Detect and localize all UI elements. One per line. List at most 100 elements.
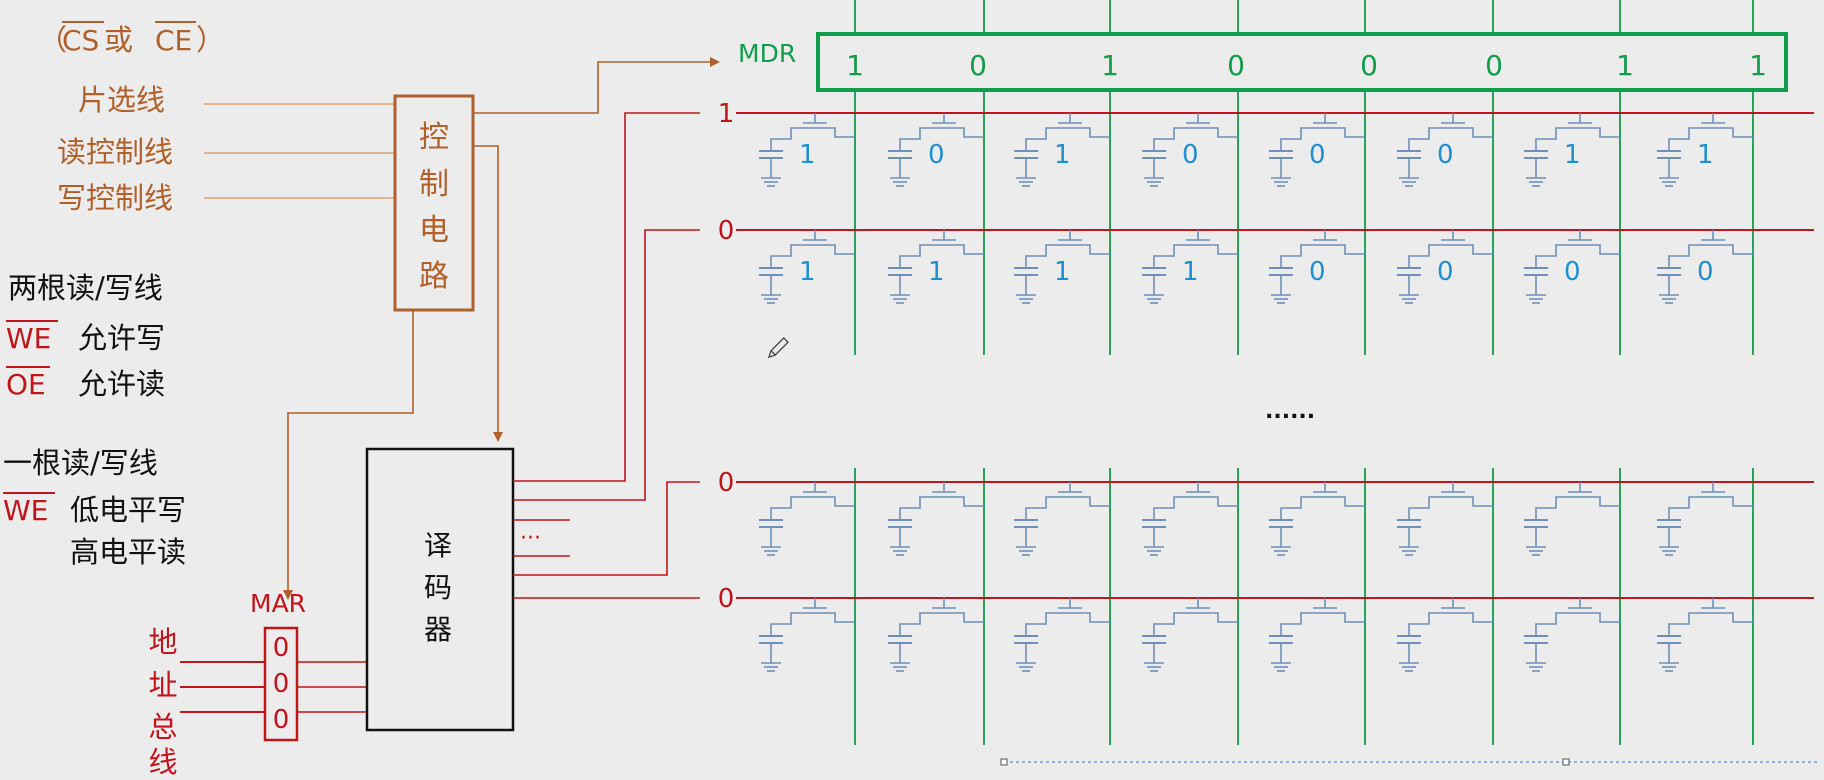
control-circuit-char: 制 — [419, 167, 449, 202]
decoder-box — [365, 447, 515, 732]
bit-lines — [854, 0, 1754, 745]
address-bus-char: 线 — [148, 745, 177, 779]
mar-bits: 0 0 0 — [273, 633, 290, 735]
memory-cell — [1657, 598, 1753, 672]
memory-cell — [1657, 482, 1753, 556]
control-to-decoder-arrow — [473, 145, 503, 442]
mar-to-decoder-lines — [297, 661, 367, 713]
cell-value: 1 — [928, 257, 945, 287]
signal-lines — [204, 103, 395, 199]
address-bus-char: 地 — [148, 625, 177, 659]
ce-label: CE — [155, 24, 192, 57]
memory-cell — [1524, 230, 1620, 304]
memory-cell — [1524, 113, 1620, 187]
we-high-read: 高电平读 — [70, 535, 186, 569]
memory-cell — [1397, 230, 1493, 304]
memory-cell — [1397, 482, 1493, 556]
mdr-label: MDR — [738, 39, 796, 68]
cell-value: 1 — [1054, 257, 1071, 287]
memory-cell — [759, 230, 855, 304]
cs-ce-note: （ CS 或 CE ） — [38, 21, 225, 57]
cell-value: 0 — [1437, 257, 1454, 287]
memory-cell — [1014, 113, 1110, 187]
memory-cell — [1142, 482, 1238, 556]
we-label-2: WE — [3, 494, 48, 527]
memory-cell — [888, 598, 984, 672]
word-line-level: 0 — [718, 216, 735, 246]
mdr-bit: 0 — [969, 49, 987, 82]
mdr-bit: 0 — [1227, 49, 1245, 82]
memory-cell — [1014, 598, 1110, 672]
decoder-text: 译 码 器 — [424, 529, 452, 646]
selection-marquee — [1000, 758, 1820, 766]
cell-value: 1 — [799, 140, 816, 170]
decoder-ellipsis: ··· — [520, 526, 541, 551]
decoder-output-row2 — [513, 229, 700, 501]
two-lines-title: 两根读/写线 — [8, 271, 163, 305]
cell-value: 0 — [1309, 257, 1326, 287]
word-lines: 1 0 0 0 — [718, 99, 1814, 614]
we-allow-write: 允许写 — [78, 321, 165, 355]
memory-cell — [1524, 598, 1620, 672]
mdr-box — [816, 32, 1788, 92]
control-circuit-char: 电 — [419, 213, 449, 248]
address-bus-char: 总 — [148, 710, 177, 744]
memory-cell — [1142, 113, 1238, 187]
address-bus-text: 地 址 总 线 — [148, 625, 177, 779]
cell-value: 1 — [1054, 140, 1071, 170]
cell-value: 0 — [1309, 140, 1326, 170]
word-line-level: 1 — [718, 99, 735, 129]
cs-label: CS — [62, 24, 99, 57]
read-control-label: 读控制线 — [57, 135, 173, 169]
decoder-output-row3 — [513, 481, 700, 576]
oe-allow-read: 允许读 — [78, 367, 165, 401]
memory-cell — [759, 482, 855, 556]
control-circuit-text: 控 制 电 路 — [419, 120, 449, 294]
control-to-mar-arrow — [283, 310, 414, 600]
control-circuit-box — [393, 94, 475, 312]
cs-note-close: ） — [196, 23, 225, 57]
we-low-write: 低电平写 — [70, 493, 186, 527]
rows-ellipsis: ...... — [1265, 399, 1315, 424]
mdr-bit: 1 — [1101, 49, 1119, 82]
cell-value: 0 — [1564, 257, 1581, 287]
we-label: WE — [6, 322, 51, 355]
decoder-char: 译 — [424, 529, 452, 562]
cell-value: 1 — [1697, 140, 1714, 170]
one-line-title: 一根读/写线 — [3, 446, 158, 480]
mar-bit: 0 — [273, 705, 290, 735]
memory-cell — [1142, 598, 1238, 672]
mdr-bit: 1 — [1616, 49, 1634, 82]
memory-cell — [1657, 230, 1753, 304]
memory-cell — [1014, 482, 1110, 556]
memory-cell — [1657, 113, 1753, 187]
memory-cell — [759, 113, 855, 187]
mar-bit: 0 — [273, 669, 290, 699]
memory-cell — [1397, 598, 1493, 672]
cell-value: 0 — [1182, 140, 1199, 170]
control-circuit-char: 控 — [419, 120, 449, 155]
decoder-char: 器 — [424, 613, 452, 646]
notes: 两根读/写线 WE 允许写 OE 允许读 一根读/写线 WE 低电平写 高电平读 — [3, 271, 186, 569]
memory-cell — [759, 598, 855, 672]
memory-cell — [1142, 230, 1238, 304]
memory-cell — [888, 113, 984, 187]
mdr-bit: 0 — [1360, 49, 1378, 82]
cell-value: 1 — [1564, 140, 1581, 170]
mar-bit: 0 — [273, 633, 290, 663]
decoder-outputs — [513, 112, 700, 599]
decoder-char: 码 — [424, 571, 452, 604]
cell-value: 0 — [928, 140, 945, 170]
mdr-bit: 1 — [846, 49, 864, 82]
memory-cell — [888, 230, 984, 304]
cell-value: 1 — [1182, 257, 1199, 287]
chip-select-label: 片选线 — [78, 83, 165, 117]
memory-cell — [1269, 230, 1365, 304]
memory-cell — [1269, 113, 1365, 187]
pencil-icon — [767, 337, 789, 359]
cs-note-open: （ — [38, 23, 67, 57]
cell-value: 0 — [1697, 257, 1714, 287]
